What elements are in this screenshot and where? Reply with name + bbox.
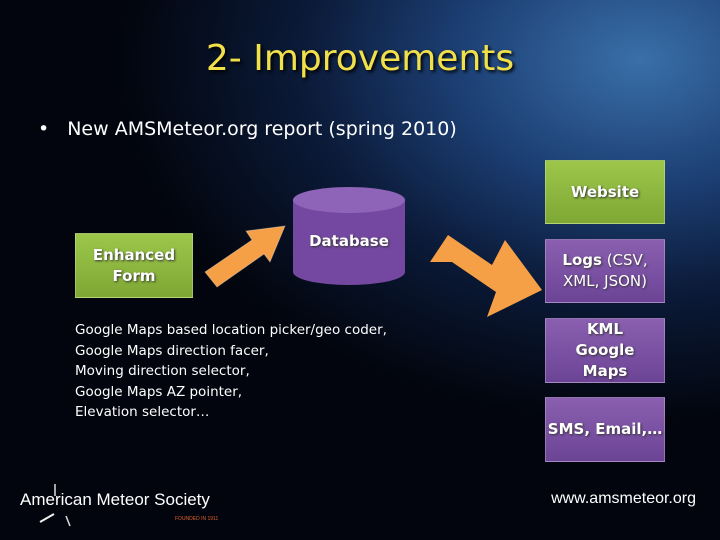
footer-url: www.amsmeteor.org: [551, 490, 696, 507]
enhanced-form-box: Enhanced Form: [75, 233, 193, 298]
bullet-icon: •: [38, 118, 50, 140]
note-line: Google Maps direction facer,: [75, 342, 269, 359]
website-box: Website: [545, 160, 665, 224]
big-arrow: [430, 235, 542, 317]
logs-label: Logs: [562, 251, 602, 269]
kml-label: KML Google Maps: [575, 320, 635, 380]
sms-label: SMS, Email,…: [547, 420, 663, 438]
database-cylinder: [293, 187, 405, 285]
kml-box: KML Google Maps: [545, 318, 665, 383]
note-line: Google Maps based location picker/geo co…: [75, 322, 387, 338]
meteor-logo-icon: [39, 484, 71, 527]
org-name: American Meteor Society: [20, 490, 210, 509]
database-label: Database: [309, 231, 389, 250]
small-arrow: [204, 225, 286, 288]
sms-box: SMS, Email,…: [545, 397, 665, 462]
bullet-text: New AMSMeteor.org report (spring 2010): [67, 118, 457, 140]
logs-formats: (CSV, XML, JSON): [563, 251, 648, 290]
enhanced-form-label: Enhanced Form: [92, 245, 176, 285]
note-line: Google Maps AZ pointer,: [75, 383, 243, 400]
website-label: Website: [570, 182, 640, 201]
bullet-point: • New AMSMeteor.org report (spring 2010): [38, 118, 457, 140]
logs-box: Logs (CSV, XML, JSON): [545, 239, 665, 303]
feature-notes: Google Maps based location picker/geo co…: [75, 320, 387, 423]
slide-title: 2- Improvements: [205, 38, 515, 79]
note-line: Moving direction selector,: [75, 363, 250, 379]
note-line: Elevation selector…: [75, 404, 210, 420]
founded-text: FOUNDED IN 1911: [175, 516, 219, 522]
